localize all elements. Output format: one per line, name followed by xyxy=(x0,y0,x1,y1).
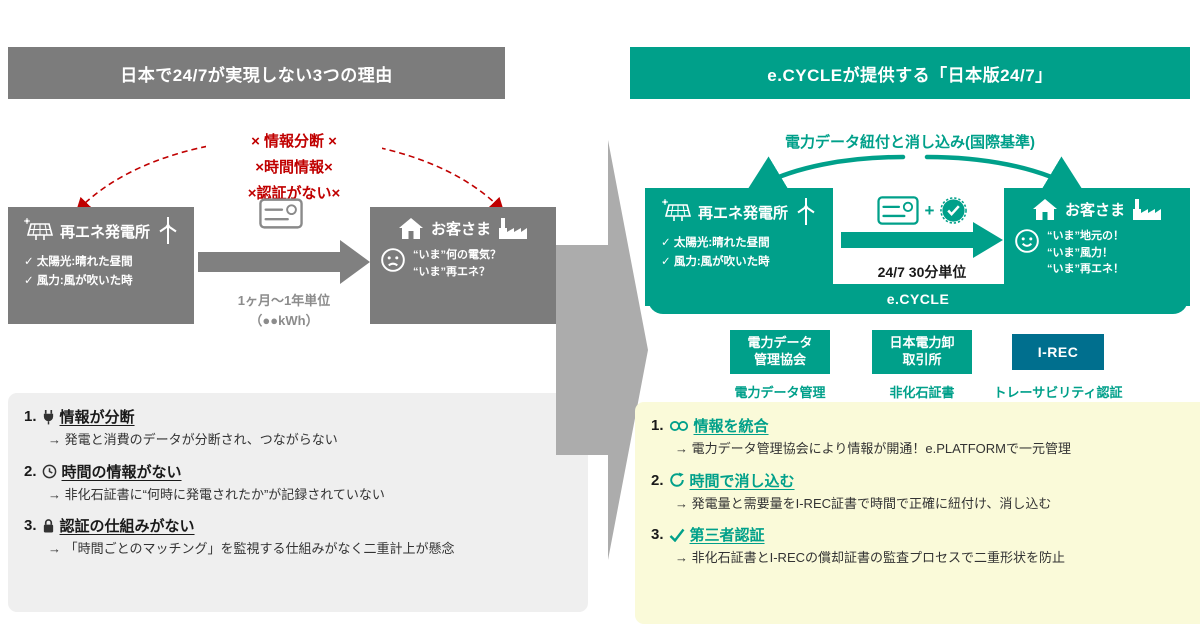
left-header-title: 日本で24/7が実現しない3つの理由 xyxy=(120,65,393,85)
right-plant-items: ✓ 太陽光:晴れた昼間 ✓ 風力:風が吹いた時 xyxy=(645,227,833,272)
reason-3-num: 3. xyxy=(24,517,37,535)
feature-3-desc: → 非化石証書とI-RECの償却証書の監査プロセスで二重形状を防止 xyxy=(675,550,1066,566)
factory-icon xyxy=(498,216,528,240)
org-box-jepx: 日本電力卸 取引所 xyxy=(872,330,972,374)
left-customer-lines: “いま”何の電気？ “いま”再エネ？ xyxy=(413,247,501,280)
broken-link-arc xyxy=(75,137,505,213)
right-header: e.CYCLEが提供する「日本版24/7」 xyxy=(630,47,1190,99)
plus-sign: + xyxy=(924,201,935,220)
right-plant-item: ✓ 太陽光:晴れた昼間 xyxy=(661,237,770,249)
right-plant-title: 再エネ発電所 xyxy=(697,204,788,222)
factory-icon xyxy=(1132,197,1162,221)
right-customer-box: お客さま “いま”地元の！ “いま”風力！ “いま”再エネ xyxy=(1004,188,1190,306)
feature-3: 3. 第三者認証 → 非化石証書とI-RECの償却証書の監査プロセスで二重形状を… xyxy=(651,524,1200,567)
right-customer-line: “いま”風力！ xyxy=(1047,246,1113,259)
wind-turbine-icon xyxy=(795,197,817,227)
right-customer-line: “いま”再エネ！ xyxy=(1047,263,1124,275)
reason-1-num: 1. xyxy=(24,408,37,425)
house-icon xyxy=(1032,197,1058,221)
left-plant-items: ✓ 太陽光:晴れた昼間 ✓ 風力:風が吹いた時 xyxy=(8,246,194,291)
left-plant-header: 再エネ発電所 xyxy=(8,207,194,246)
check-icon xyxy=(669,528,685,542)
lock-icon xyxy=(42,518,55,534)
reason-2-title: 時間の情報がない xyxy=(61,463,182,481)
reason-1-title: 情報が分断 xyxy=(59,409,135,426)
house-icon xyxy=(398,216,424,240)
feature-3-title: 第三者認証 xyxy=(689,527,765,545)
recycle-icon xyxy=(669,472,685,488)
feature-3-num: 3. xyxy=(651,526,664,544)
wind-turbine-icon xyxy=(157,216,179,246)
left-plant-box: 再エネ発電所 ✓ 太陽光:晴れた昼間 ✓ 風力:風が吹いた時 xyxy=(8,207,194,324)
left-flow-unit: （●●kWh） xyxy=(249,313,319,328)
certificate-icon xyxy=(259,198,303,229)
right-plant-item: ✓ 風力:風が吹いた時 xyxy=(661,255,770,268)
right-customer-line: “いま”地元の！ xyxy=(1047,230,1124,242)
left-certificate xyxy=(225,198,337,229)
right-customer-header: お客さま xyxy=(1004,188,1190,221)
ecycle-label: e.CYCLE xyxy=(886,291,950,307)
right-customer-quote: “いま”地元の！ “いま”風力！ “いま”再エネ！ xyxy=(1004,221,1190,278)
feature-2-title: 時間で消し込む xyxy=(689,472,795,490)
reason-3-desc: → 「時間ごとのマッチング」を監視する仕組みがなく二重計上が懸念 xyxy=(48,541,455,557)
left-customer-title: お客さま xyxy=(430,220,491,238)
right-header-title: e.CYCLEが提供する「日本版24/7」 xyxy=(767,65,1053,85)
clock-icon xyxy=(42,464,57,479)
right-customer-title: お客さま xyxy=(1064,201,1125,219)
sad-face-icon xyxy=(380,247,406,273)
left-customer-line: “いま”何の電気？ xyxy=(413,249,501,261)
certificate-icon xyxy=(876,196,919,225)
right-plant-header: 再エネ発電所 xyxy=(645,188,833,227)
right-subtitle: 電力データ紐付と消し込み(国際基準) xyxy=(785,134,1035,151)
left-customer-line: “いま”再エネ？ xyxy=(413,265,490,278)
right-flow-cadence: 24/7 30分単位 xyxy=(877,264,967,280)
left-plant-item: ✓ 風力:風が吹いた時 xyxy=(24,274,133,287)
org-box-irec: I-REC xyxy=(1012,334,1104,370)
reason-3: 3. 認証の仕組みがない → 「時間ごとのマッチング」を監視する仕組みがなく二重… xyxy=(24,515,572,558)
reason-1-desc: → 発電と消費のデータが分断され、つながらない xyxy=(48,432,338,447)
right-flow-arrow xyxy=(841,222,1003,258)
reason-2-desc: → 非化石証書に“何時に発電されたか”が記録されていない xyxy=(48,486,385,502)
left-flow-arrow xyxy=(198,240,370,284)
linking-arrows xyxy=(744,154,1086,195)
plug-icon xyxy=(42,409,55,425)
left-plant-item: ✓ 太陽光:晴れた昼間 xyxy=(24,256,133,268)
org-label-irec: トレーサビリティ認証 xyxy=(993,385,1123,400)
left-customer-quote: “いま”何の電気？ “いま”再エネ？ xyxy=(370,240,556,280)
left-header: 日本で24/7が実現しない3つの理由 xyxy=(8,47,505,99)
feature-1-title: 情報を統合 xyxy=(693,418,769,435)
reason-1: 1. 情報が分断 → 発電と消費のデータが分断され、つながらない xyxy=(24,406,572,449)
right-plant-box: 再エネ発電所 ✓ 太陽光:晴れた昼間 ✓ 風力:風が吹いた時 xyxy=(645,188,833,306)
feature-1-num: 1. xyxy=(651,417,664,434)
org-label-data-association: 電力データ管理 xyxy=(734,385,826,400)
left-customer-header: お客さま xyxy=(370,207,556,240)
feature-2: 2. 時間で消し込む → 発電量と需要量をI-REC証書で時間で正確に紐付け、消… xyxy=(651,470,1200,513)
feature-1: 1. 情報を統合 → 電力データ管理協会により情報が開通！e.PLATFORMで… xyxy=(651,415,1200,458)
reason-2-num: 2. xyxy=(24,462,37,480)
transition-arrow xyxy=(556,140,648,560)
feature-1-desc: → 電力データ管理協会により情報が開通！e.PLATFORMで一元管理 xyxy=(675,441,1072,456)
right-customer-lines: “いま”地元の！ “いま”風力！ “いま”再エネ！ xyxy=(1047,228,1124,278)
reason-2: 2. 時間の情報がない → 非化石証書に“何時に発電されたか”が記録されていない xyxy=(24,461,572,504)
left-customer-box: お客さま “いま”何の電気？ “いま”再エネ？ xyxy=(370,207,556,324)
solar-panel-icon xyxy=(661,199,691,225)
left-flow-cadence: 1ヶ月～1年単位 xyxy=(237,293,331,308)
broken-label-info: × 情報分断 × xyxy=(206,130,382,151)
left-reasons-panel: 1. 情報が分断 → 発電と消費のデータが分断され、つながらない 2. xyxy=(8,393,588,612)
broken-label-time: ×時間情報× xyxy=(216,156,372,177)
org-box-data-association: 電力データ 管理協会 xyxy=(730,330,830,374)
feature-2-num: 2. xyxy=(651,471,664,489)
org-label-jepx: 非化石証書 xyxy=(889,385,955,400)
right-features-panel: 1. 情報を統合 → 電力データ管理協会により情報が開通！e.PLATFORMで… xyxy=(635,402,1200,624)
right-certificate-row: + xyxy=(843,196,1001,225)
feature-2-desc: → 発電量と需要量をI-REC証書で時間で正確に紐付け、消し込む xyxy=(675,495,1052,511)
link-icon xyxy=(669,420,689,432)
verified-badge-icon xyxy=(940,197,968,224)
solar-panel-icon xyxy=(23,218,53,244)
left-plant-title: 再エネ発電所 xyxy=(59,223,150,241)
happy-face-icon xyxy=(1014,228,1040,254)
reason-3-title: 認証の仕組みがない xyxy=(59,518,195,536)
